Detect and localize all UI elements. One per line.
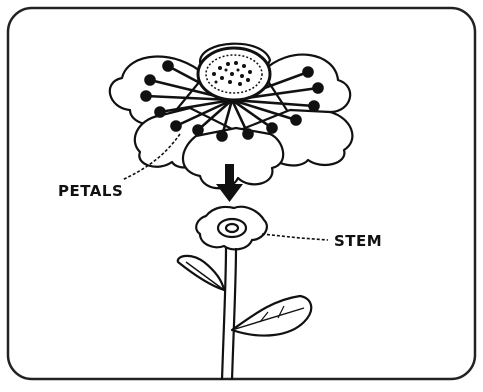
petals-label: PETALS	[58, 182, 123, 200]
stem-label: STEM	[334, 232, 382, 250]
flower-center	[198, 48, 270, 100]
